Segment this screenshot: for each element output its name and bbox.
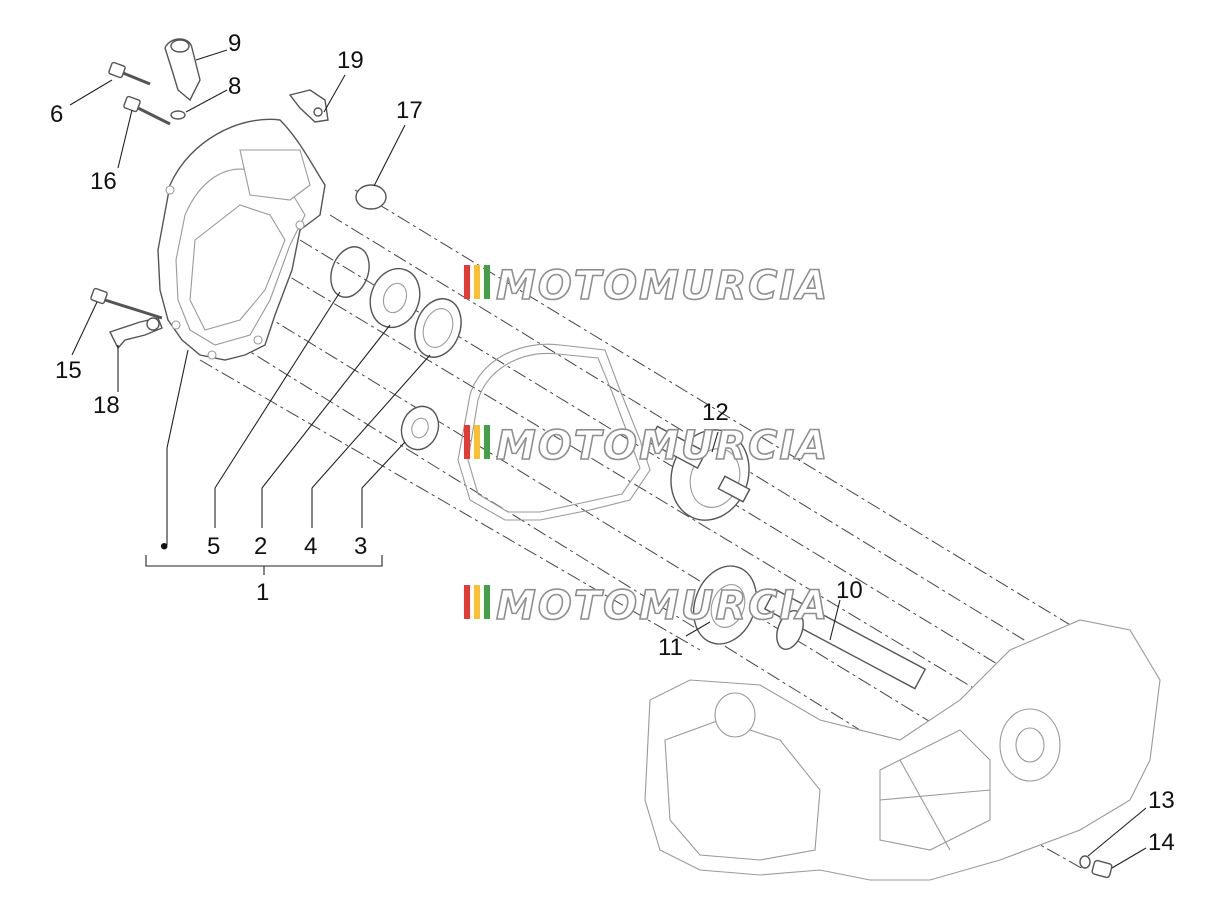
watermark-text: MOTOMURCIA <box>496 423 829 469</box>
callout-19: 19 <box>337 47 364 74</box>
bearing-3 <box>400 405 440 451</box>
seal-4 <box>414 298 462 358</box>
stripe-red <box>464 425 470 459</box>
stripe-red <box>464 265 470 299</box>
watermark-2: MOTOMURCIA <box>464 422 829 470</box>
callout-15: 15 <box>55 357 82 384</box>
callout-11: 11 <box>658 634 683 661</box>
drive-gear-11 <box>692 565 758 645</box>
stripe-red <box>464 585 470 619</box>
output-shaft-10 <box>763 588 927 690</box>
bracket-19 <box>288 89 329 123</box>
stripe-yellow <box>474 425 480 459</box>
washer-13 <box>1079 855 1091 869</box>
watermark-text: MOTOMURCIA <box>496 583 829 629</box>
group-bullet: • <box>160 533 168 560</box>
gasket <box>457 343 651 521</box>
intermediate-gear-12 <box>647 425 751 521</box>
callout-16: 16 <box>90 168 117 195</box>
watermark-1: MOTOMURCIA <box>464 262 829 310</box>
callout-4: 4 <box>304 533 317 560</box>
bearing-2 <box>369 267 421 329</box>
watermark-3: MOTOMURCIA <box>464 582 829 630</box>
crankcase <box>644 619 1161 881</box>
callout-10: 10 <box>836 577 863 604</box>
sensor-18 <box>109 317 163 350</box>
watermark-text: MOTOMURCIA <box>496 263 829 309</box>
stripe-green <box>484 265 490 299</box>
clip-8 <box>170 110 186 120</box>
stripe-yellow <box>474 585 480 619</box>
bolt-16 <box>123 95 171 126</box>
callout-2: 2 <box>254 533 267 560</box>
callout-8: 8 <box>228 73 241 100</box>
leader-lines <box>69 49 1147 869</box>
callout-9: 9 <box>228 30 241 57</box>
callout-5: 5 <box>207 533 220 560</box>
callout-6: 6 <box>50 101 63 128</box>
callout-1: 1 <box>256 579 269 606</box>
stripe-green <box>484 585 490 619</box>
callout-18: 18 <box>93 392 120 419</box>
bolt-15 <box>90 287 163 320</box>
transmission-cover <box>157 118 326 361</box>
callout-17: 17 <box>396 97 423 124</box>
bracket-9 <box>164 38 201 102</box>
callout-3: 3 <box>354 533 367 560</box>
bolt-6 <box>108 61 151 86</box>
circlip-5 <box>330 246 370 298</box>
stripe-yellow <box>474 265 480 299</box>
callout-14: 14 <box>1148 829 1175 856</box>
screw-14 <box>1091 859 1113 879</box>
stripe-green <box>484 425 490 459</box>
plug-17 <box>355 184 387 210</box>
callout-13: 13 <box>1148 787 1175 814</box>
callout-labels: 6 9 8 16 19 17 15 18 • 5 2 4 3 1 12 10 1… <box>50 30 1175 856</box>
callout-12: 12 <box>702 399 729 426</box>
